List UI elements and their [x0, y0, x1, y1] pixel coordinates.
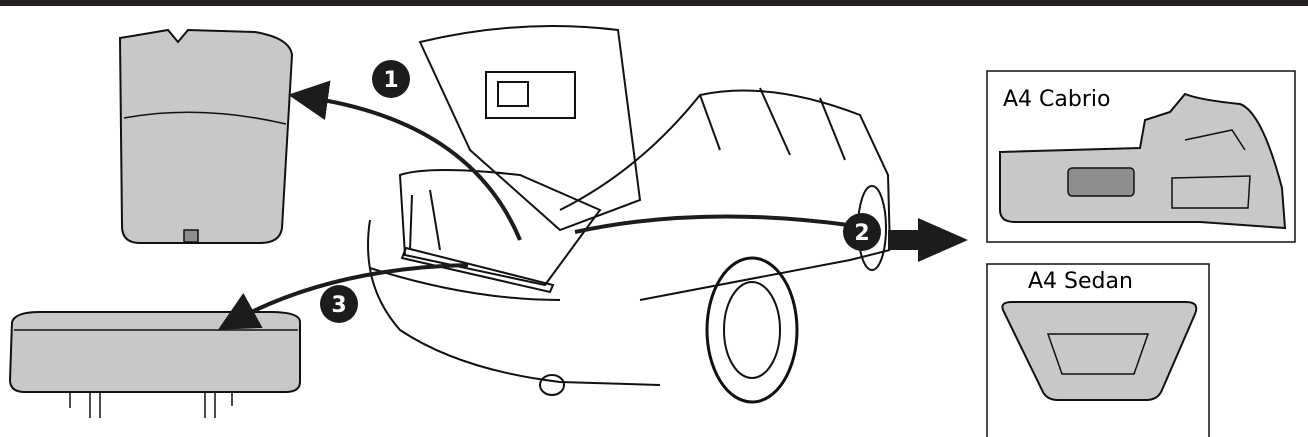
variant-label-sedan: A4 Sedan [1028, 269, 1133, 294]
trunk-sill-trim-part [8, 311, 301, 418]
callout-1-label: 1 [383, 68, 398, 93]
variant-label-cabrio: A4 Cabrio [1003, 87, 1110, 112]
trunk-floor-cover-part [118, 28, 294, 244]
variant-box-cabrio: A4 Cabrio [986, 70, 1296, 243]
callout-2-label: 2 [854, 221, 869, 246]
sedan-trim-cover-part [1001, 301, 1198, 401]
cabrio-side-trim-part [999, 92, 1287, 230]
callout-2: 2 [843, 213, 881, 251]
variant-box-sedan: A4 Sedan [986, 263, 1210, 437]
right-arrow-icon [888, 218, 968, 262]
callout-1: 1 [372, 60, 410, 98]
top-bar [0, 0, 1308, 6]
car-rear-view [367, 25, 891, 404]
curved-arrow-icon [288, 80, 522, 241]
callout-3: 3 [320, 285, 358, 323]
curved-arrow-icon [574, 214, 849, 234]
callout-3-label: 3 [331, 293, 346, 318]
curved-arrow-icon [217, 263, 469, 330]
